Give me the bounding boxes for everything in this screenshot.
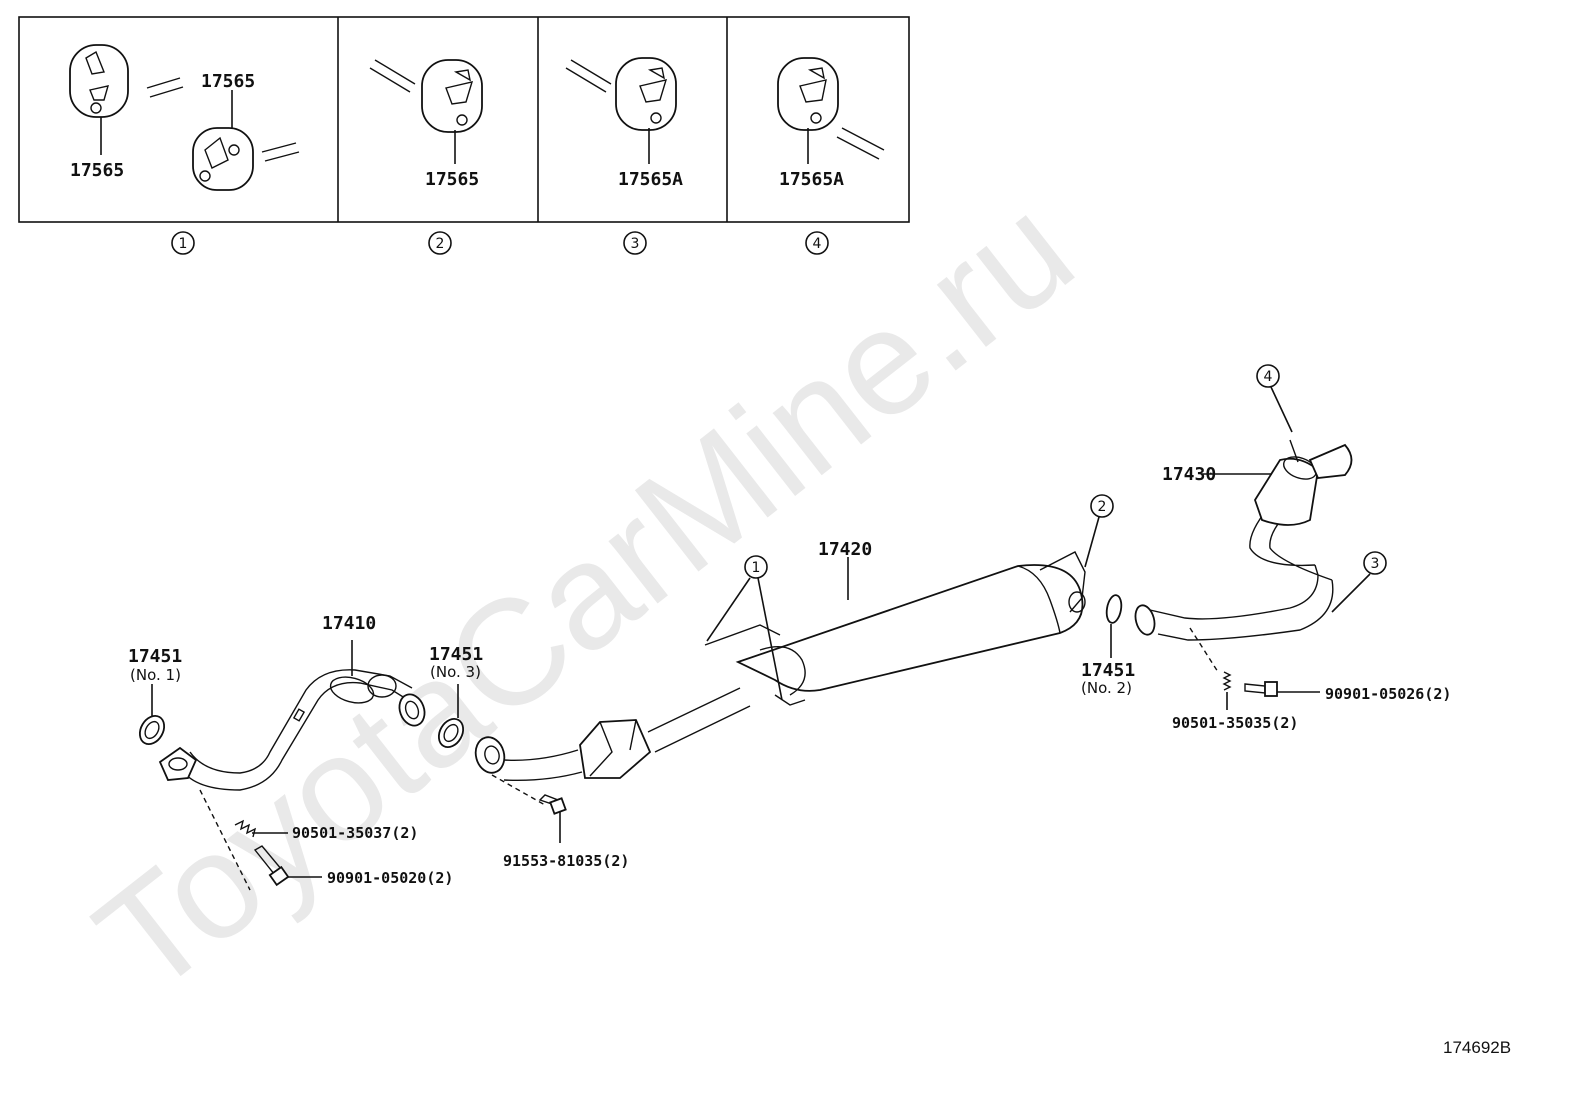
part-17430: 17430 [1162, 464, 1216, 485]
front-pipe-17410 [158, 640, 426, 791]
part-91553-81035: 91553-81035(2) [503, 852, 629, 870]
part-17420: 17420 [818, 539, 872, 560]
hanger-panels: 17565 17565 1 17565 2 [18, 16, 910, 255]
callout-1: 1 [706, 555, 783, 701]
callout-3: 3 [1331, 551, 1387, 613]
hanger-part-number: 17565A [618, 169, 683, 190]
hanger-part-number: 17565 [201, 71, 255, 92]
part-17451-no2: 17451 [1081, 660, 1135, 681]
front-spring-bolt [199, 789, 322, 891]
callout-number: 3 [1371, 556, 1380, 572]
exhaust-assembly: 17451 (No. 1) 17410 90501-35037(2) 90901 [128, 364, 1451, 891]
panel-index: 3 [631, 236, 640, 252]
rubber-hanger-icon [192, 127, 254, 191]
hanger-panel-2: 17565 2 [369, 59, 483, 255]
part-17451-no3: 17451 [429, 644, 483, 665]
hanger-part-number: 17565 [425, 169, 479, 190]
callout-number: 2 [1098, 499, 1107, 515]
hanger-panel-4: 17565A 4 [777, 57, 885, 255]
panel-index: 4 [813, 236, 822, 252]
callout-number: 4 [1264, 369, 1273, 385]
part-17451-no1: 17451 [128, 646, 182, 667]
hanger-part-number: 17565A [779, 169, 844, 190]
part-90501-35037: 90501-35037(2) [292, 824, 418, 842]
hanger-panel-1: 17565 17565 1 [69, 44, 300, 255]
part-90501-35035: 90501-35035(2) [1172, 714, 1298, 732]
tail-pipe-17430 [1134, 439, 1353, 641]
figure-id: 174692B [1443, 1038, 1511, 1057]
mid-bolt [491, 774, 567, 843]
part-17451-no3-sub: (No. 3) [430, 663, 481, 681]
callout-4: 4 [1256, 364, 1293, 433]
panel-index: 1 [179, 236, 188, 252]
hanger-panel-3: 17565A 3 [565, 57, 683, 255]
gasket-no2 [1105, 594, 1123, 658]
hanger-part-number: 17565 [70, 160, 124, 181]
part-17451-no1-sub: (No. 1) [130, 666, 181, 684]
part-17451-no2-sub: (No. 2) [1081, 679, 1132, 697]
rubber-hanger-icon [421, 59, 483, 133]
rear-spring-bolt [1189, 627, 1320, 710]
rubber-hanger-icon [69, 44, 129, 118]
panel-index: 2 [436, 236, 445, 252]
part-90901-05026: 90901-05026(2) [1325, 685, 1451, 703]
center-pipe-muffler-17420 [474, 551, 1086, 781]
callout-number: 1 [752, 560, 761, 576]
callout-2: 2 [1084, 494, 1114, 568]
part-17410: 17410 [322, 613, 376, 634]
rubber-hanger-icon [615, 57, 677, 131]
part-90901-05020: 90901-05020(2) [327, 869, 453, 887]
gasket-no3 [437, 684, 465, 749]
rubber-hanger-icon [777, 57, 839, 131]
gasket-no1 [138, 684, 166, 746]
